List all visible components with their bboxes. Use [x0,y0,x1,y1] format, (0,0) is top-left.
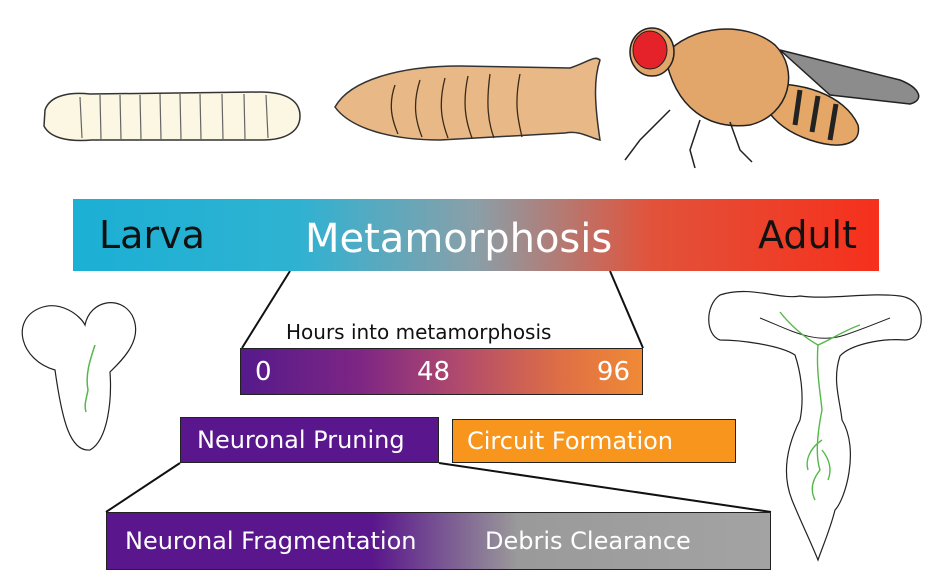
developmental-stage-bar: Larva Metamorphosis Adult [73,199,879,271]
larva-illustration [44,92,300,140]
pupa-illustration [335,58,600,140]
stage-label-metamorphosis: Metamorphosis [305,216,612,262]
hours-tick-96: 96 [597,357,630,387]
circuit-formation-box: Circuit Formation [452,419,736,463]
adult-fly-illustration [625,28,919,168]
neuronal-pruning-box: Neuronal Pruning [180,417,439,463]
neuronal-fragmentation-label: Neuronal Fragmentation [125,527,416,555]
hours-tick-0: 0 [255,357,272,387]
larval-brain-illustration [22,303,135,450]
hours-tick-48: 48 [417,357,450,387]
debris-clearance-label: Debris Clearance [485,527,691,555]
hours-timeline-bar: 0 48 96 [240,348,643,395]
stage-label-adult: Adult [758,213,857,257]
hours-axis-title: Hours into metamorphosis [286,320,551,344]
pruning-substeps-bar: Neuronal Fragmentation Debris Clearance [106,512,771,570]
stage-label-larva: Larva [99,213,205,257]
